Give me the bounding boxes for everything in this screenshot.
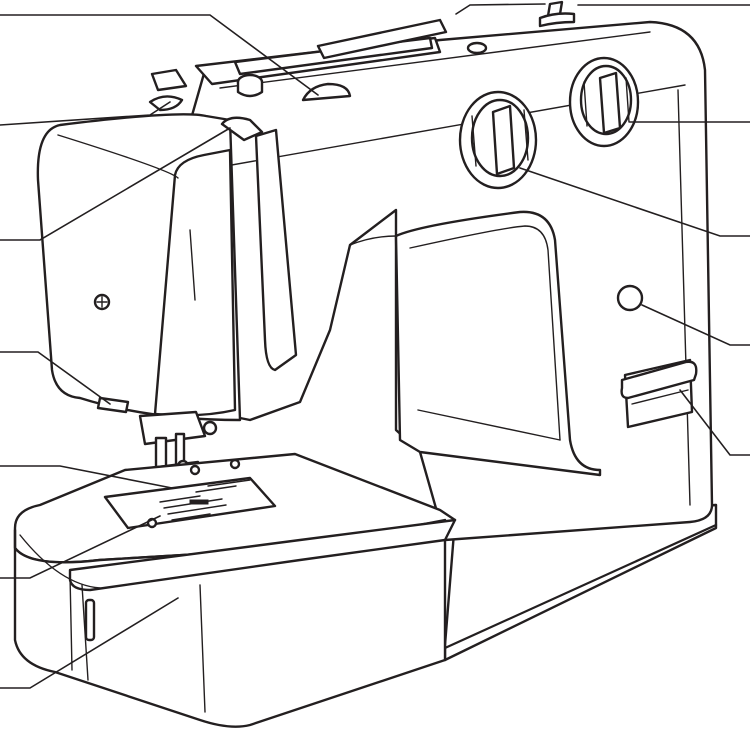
leader-stitch-selector-dial	[519, 167, 750, 237]
leader-bobbin-winder-stopper	[0, 14, 319, 96]
leader-take-up-lever	[0, 127, 231, 241]
arm-opening	[349, 210, 602, 477]
leader-reverse-lever	[679, 389, 750, 456]
bobbin-winder-area	[194, 0, 576, 102]
leader-spool-holder	[455, 3, 546, 15]
leader-needle-plate	[0, 515, 161, 579]
leader-extension-table	[0, 597, 179, 689]
reverse-lever-icon	[620, 358, 698, 429]
stitch-length-dial-icon	[568, 56, 640, 148]
callout-leaders	[0, 3, 750, 689]
machine-head	[36, 68, 242, 422]
stitch-selector-dial-icon	[458, 90, 538, 190]
leader-screw-hole	[641, 304, 750, 346]
take-up-lever-icon	[220, 116, 298, 372]
leader-thread-cutter	[0, 351, 111, 405]
leader-presser-foot	[0, 465, 173, 489]
screw-hole-icon	[616, 284, 644, 312]
needle-plate-icon	[103, 458, 277, 530]
leader-thread-guide	[0, 101, 171, 126]
